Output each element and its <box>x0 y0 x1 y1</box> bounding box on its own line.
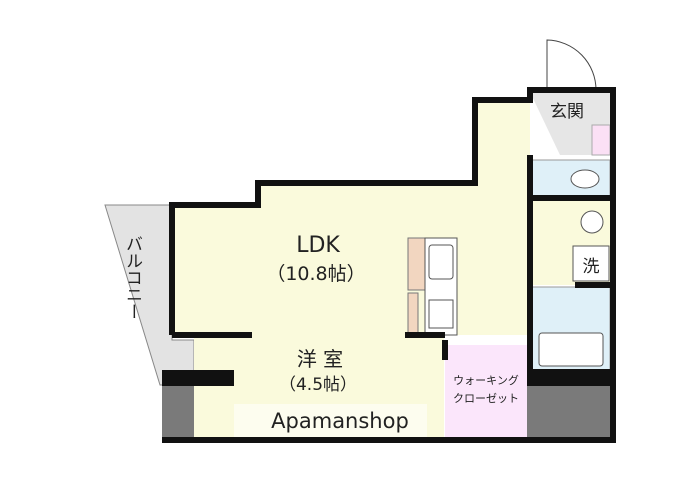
wash-basin-icon <box>580 210 604 234</box>
walk-in-closet-floor <box>445 345 527 440</box>
ldk-size: （10.8帖） <box>266 263 365 285</box>
washroom-label: 洗 <box>583 257 600 277</box>
entry-door-icon <box>546 39 597 92</box>
western-room-label: 洋 室 <box>297 347 343 371</box>
sink-icon <box>428 244 454 280</box>
entrance-label: 玄関 <box>550 102 584 122</box>
shoe-cabinet <box>591 124 611 156</box>
fridge-space-2 <box>407 292 419 334</box>
exterior-band-right <box>527 385 613 440</box>
closet-label-line1: ウォーキング <box>453 373 519 387</box>
western-room-size: （4.5帖） <box>279 375 357 395</box>
watermark-bg <box>234 404 427 437</box>
toilet-icon <box>570 169 600 189</box>
stove-icon <box>428 299 454 329</box>
fridge-space <box>407 237 426 291</box>
wall-block-left <box>162 370 234 386</box>
wall-block-right <box>527 372 613 386</box>
balcony-label: バルコニー <box>122 235 142 320</box>
closet-label-line2: クローゼット <box>453 392 519 405</box>
ldk-label: LDK <box>296 233 340 258</box>
bathtub-icon <box>538 332 604 367</box>
washing-machine-space <box>572 245 610 282</box>
watermark-logo: Apamanshop <box>271 409 409 433</box>
